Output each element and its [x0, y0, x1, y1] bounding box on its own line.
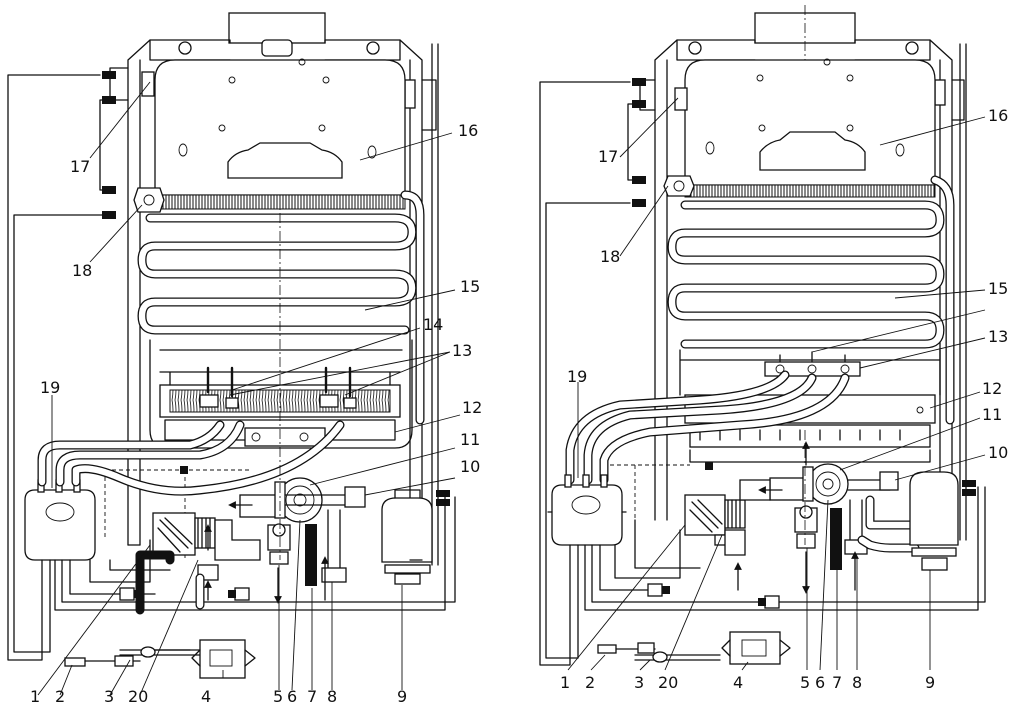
- right-callout-2: 2: [585, 673, 595, 692]
- right-callout-20: 20: [658, 673, 678, 692]
- left-callout-6: 6: [287, 687, 297, 706]
- left-callout-14: 14: [423, 315, 443, 334]
- right-callout-15: 15: [988, 279, 1008, 298]
- left-callout-18: 18: [72, 261, 92, 280]
- left-heat-exchanger-fins: [149, 194, 406, 210]
- right-power-box: [729, 631, 781, 665]
- left-callout-4: 4: [201, 687, 211, 706]
- left-callout-11: 11: [460, 430, 480, 449]
- right-callout-7: 7: [832, 673, 842, 692]
- left-power-box: [199, 639, 246, 679]
- left-callout-17: 17: [70, 157, 90, 176]
- left-callout-8: 8: [327, 687, 337, 706]
- left-callout-12: 12: [462, 398, 482, 417]
- left-pulse-igniter: [24, 489, 96, 561]
- right-callout-4: 4: [733, 673, 743, 692]
- right-callout-6: 6: [815, 673, 825, 692]
- left-callout-5: 5: [273, 687, 283, 706]
- right-callout-8: 8: [852, 673, 862, 692]
- right-pulse-igniter: [551, 484, 623, 546]
- right-heat-exchanger-coils: [667, 200, 945, 349]
- left-callout-1: 1: [30, 687, 40, 706]
- right-callout-1: 1: [560, 673, 570, 692]
- right-back-panel: [654, 39, 953, 541]
- right-callout-labels: 1 2 3 20 4 5 6 7 8 9 10 11 12 13 15 16 1…: [560, 97, 1008, 692]
- left-callout-3: 3: [104, 687, 114, 706]
- right-callout-18: 18: [600, 247, 620, 266]
- left-callout-10: 10: [460, 457, 480, 476]
- left-callout-2: 2: [55, 687, 65, 706]
- left-callout-labels: 1 2 3 20 4 5 6 7 8 9 10 11 12 13 14 15 1…: [30, 81, 482, 706]
- right-heat-exchanger-fins: [684, 184, 936, 198]
- right-callout-3: 3: [634, 673, 644, 692]
- right-callout-11: 11: [982, 405, 1002, 424]
- left-callout-7: 7: [307, 687, 317, 706]
- left-heat-exchanger-hood: [154, 59, 406, 196]
- right-callout-5: 5: [800, 673, 810, 692]
- left-heater-view: [7, 12, 456, 679]
- left-callout-16: 16: [458, 121, 478, 140]
- left-callout-15: 15: [460, 277, 480, 296]
- left-callout-9: 9: [397, 687, 407, 706]
- right-callout-9: 9: [925, 673, 935, 692]
- left-back-panel: [127, 39, 423, 561]
- right-callout-12: 12: [982, 379, 1002, 398]
- right-gas-inlet-pipe: [830, 508, 842, 570]
- right-heater-view: [539, 5, 986, 666]
- left-fan-motor: [381, 497, 433, 563]
- right-callout-13: 13: [988, 327, 1008, 346]
- right-fan-motor: [909, 471, 959, 546]
- right-callout-19: 19: [567, 367, 587, 386]
- left-callout-20: 20: [128, 687, 148, 706]
- left-callout-19: 19: [40, 378, 60, 397]
- right-callout-10: 10: [988, 443, 1008, 462]
- right-heat-exchanger-hood: [684, 59, 936, 186]
- left-flue-outlet: [228, 12, 326, 44]
- left-callout-13: 13: [452, 341, 472, 360]
- right-callout-16: 16: [988, 106, 1008, 125]
- left-gas-inlet-pipe: [305, 524, 317, 586]
- left-water-gas-linkage: [239, 494, 281, 518]
- right-callout-17: 17: [598, 147, 618, 166]
